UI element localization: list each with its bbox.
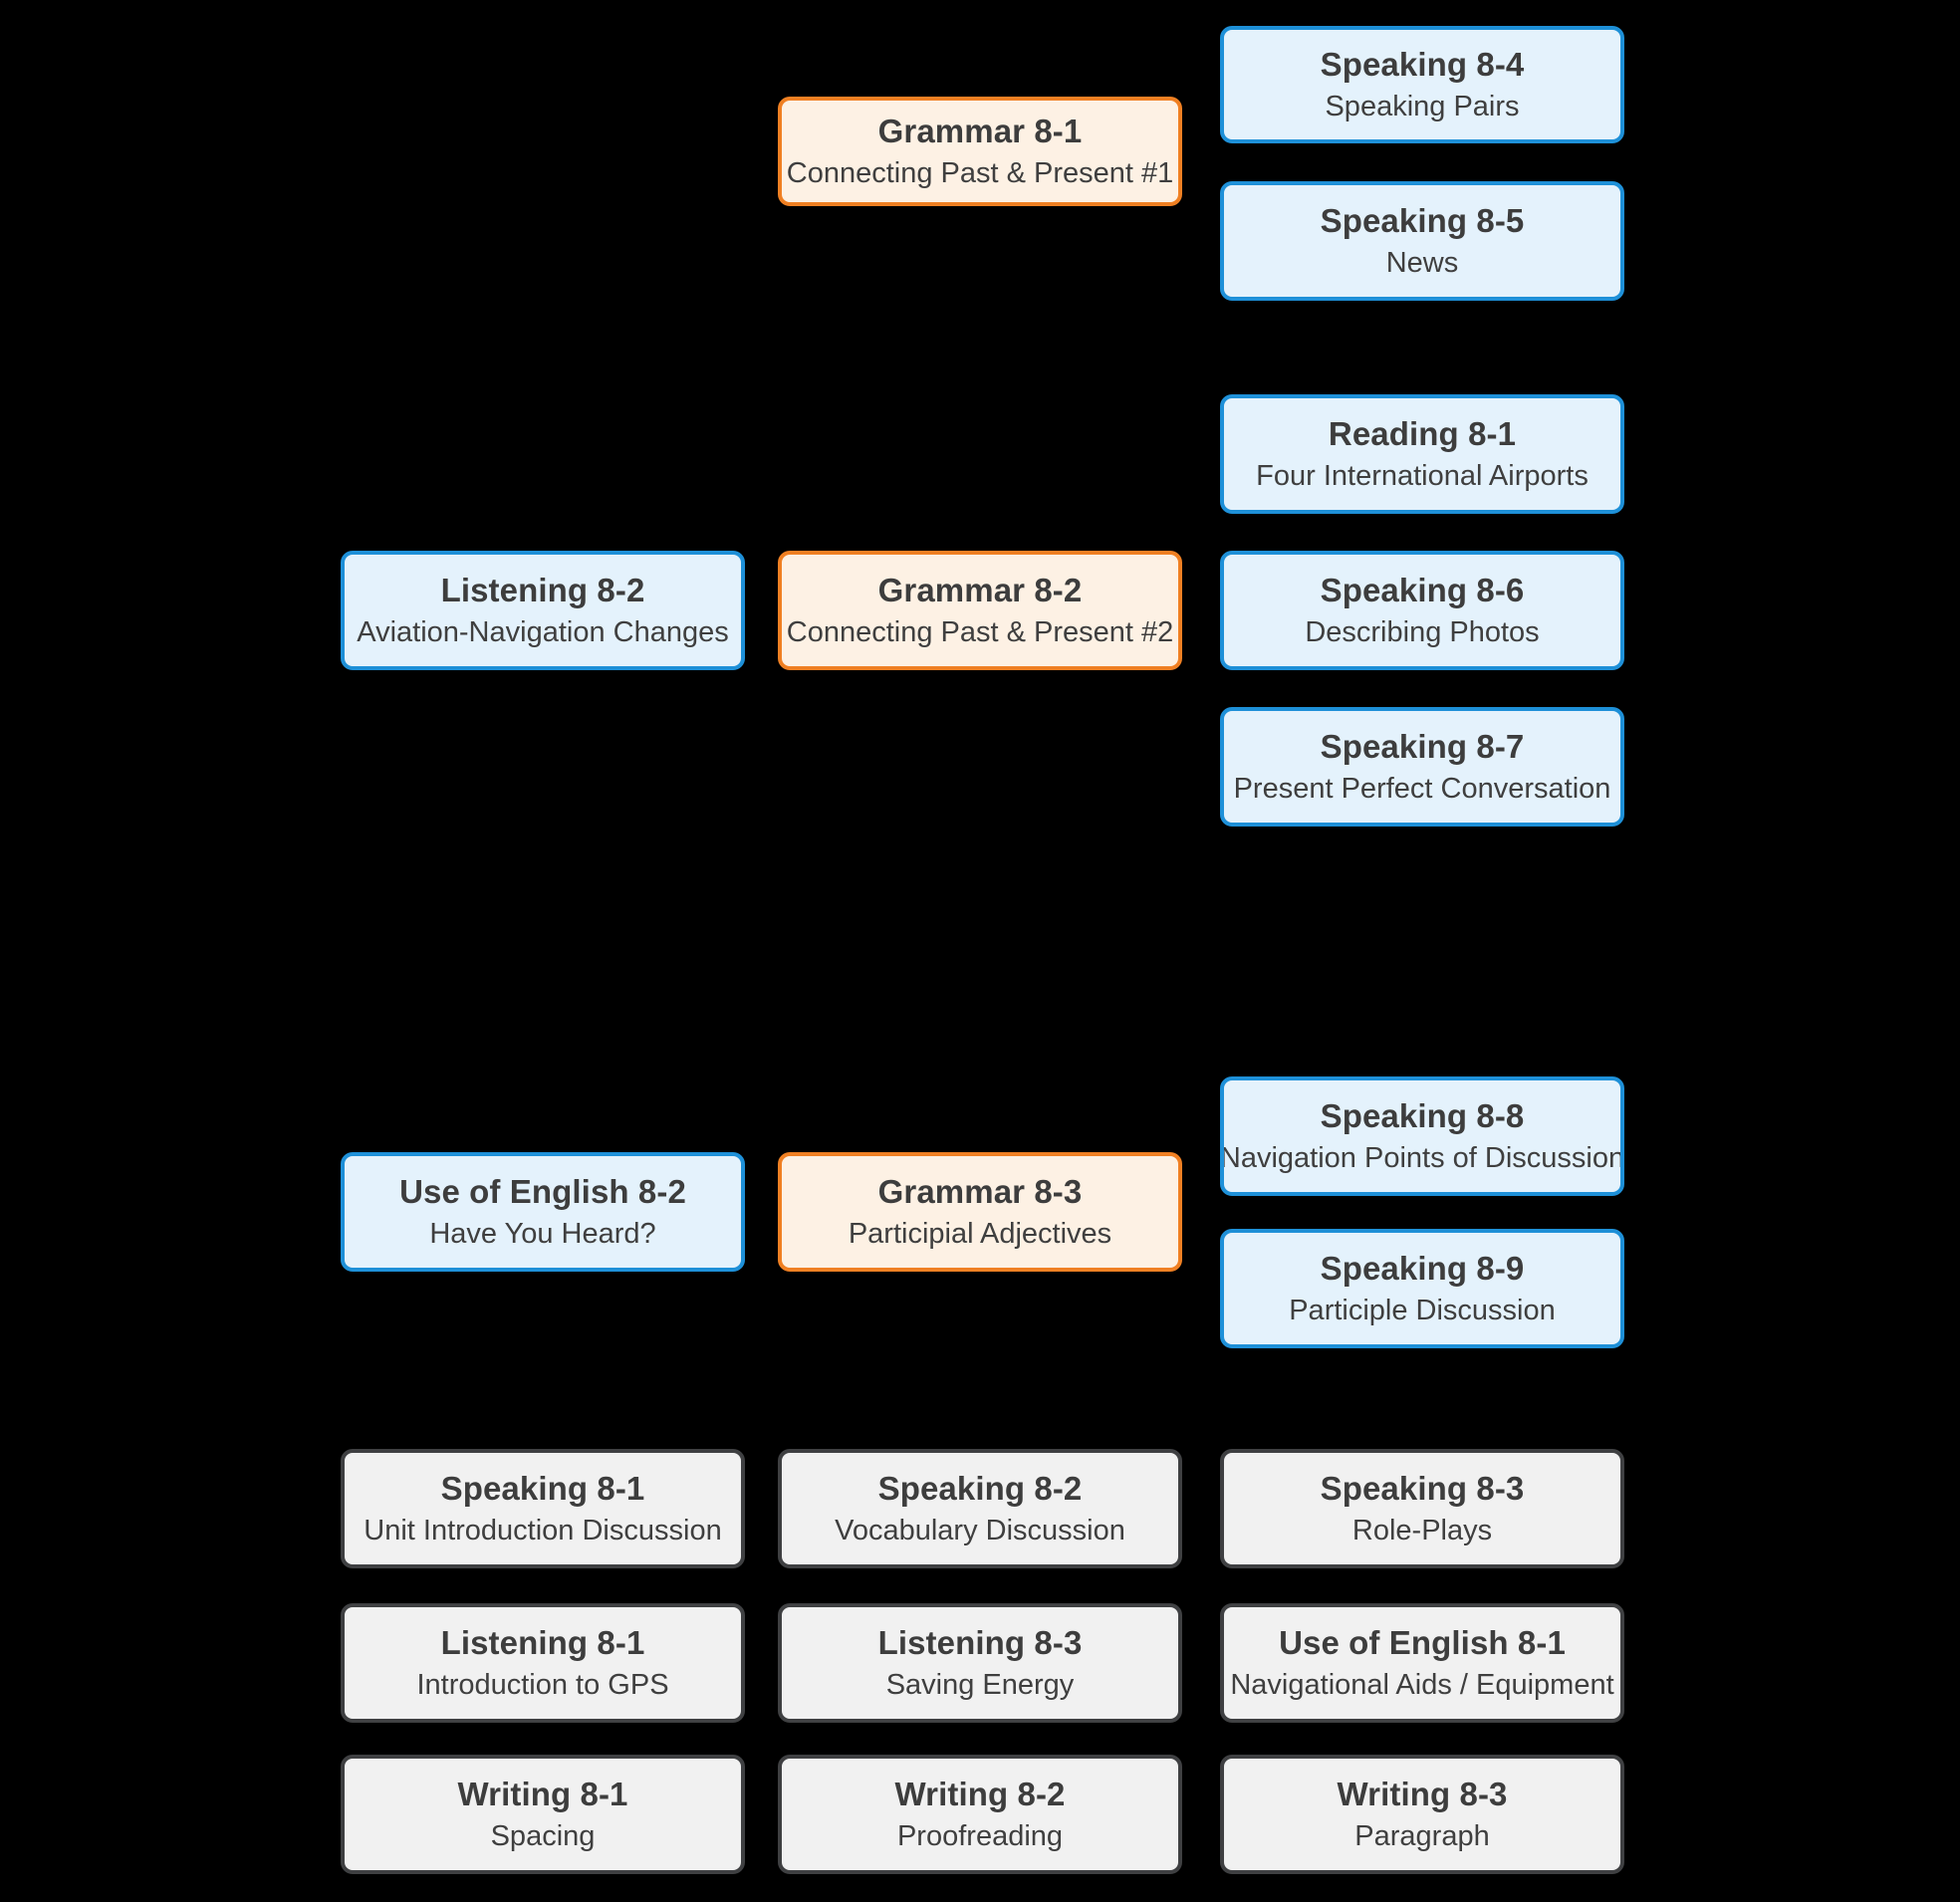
lesson-card-subtitle: Have You Heard? xyxy=(429,1217,656,1250)
lesson-card-title: Speaking 8-6 xyxy=(1320,572,1525,609)
lesson-card-title: Use of English 8-1 xyxy=(1279,1624,1566,1662)
lesson-card-subtitle: Proofreading xyxy=(896,1819,1064,1852)
lesson-card-subtitle: Connecting Past & Present #2 xyxy=(786,615,1174,648)
lesson-card-title: Listening 8-1 xyxy=(440,1624,645,1662)
lesson-card-subtitle: Paragraph xyxy=(1354,1819,1490,1852)
lesson-card-title: Listening 8-3 xyxy=(877,1624,1083,1662)
lesson-card-title: Speaking 8-4 xyxy=(1320,46,1525,84)
lesson-card-title: Speaking 8-1 xyxy=(440,1470,645,1508)
lesson-card-subtitle: Saving Energy xyxy=(885,1668,1075,1701)
lesson-card-subtitle: Present Perfect Conversation xyxy=(1233,772,1611,805)
lesson-card-subtitle: News xyxy=(1385,246,1459,279)
lesson-card-subtitle: Participial Adjectives xyxy=(848,1217,1112,1250)
lesson-card-title: Speaking 8-3 xyxy=(1320,1470,1525,1508)
lesson-card-title: Speaking 8-2 xyxy=(877,1470,1083,1508)
lesson-card-title: Speaking 8-8 xyxy=(1320,1097,1525,1135)
lesson-card-title: Grammar 8-2 xyxy=(877,572,1083,609)
lesson-card-subtitle: Unit Introduction Discussion xyxy=(364,1514,722,1546)
lesson-card-title: Grammar 8-3 xyxy=(877,1173,1083,1211)
lesson-card-title: Speaking 8-9 xyxy=(1320,1250,1525,1288)
lesson-card-subtitle: Speaking Pairs xyxy=(1325,90,1520,122)
lesson-card-title: Use of English 8-2 xyxy=(399,1173,686,1211)
lesson-card-subtitle: Four International Airports xyxy=(1256,459,1589,492)
lesson-card-title: Reading 8-1 xyxy=(1328,415,1517,453)
lesson-card-subtitle: Vocabulary Discussion xyxy=(835,1514,1125,1546)
lesson-card-title: Grammar 8-1 xyxy=(877,113,1083,150)
lesson-card-title: Writing 8-2 xyxy=(894,1776,1066,1813)
lesson-card-title: Writing 8-3 xyxy=(1337,1776,1508,1813)
lesson-card-subtitle: Navigational Aids / Equipment xyxy=(1230,1668,1614,1701)
lesson-card-subtitle: Introduction to GPS xyxy=(416,1668,669,1701)
lesson-card-subtitle: Role-Plays xyxy=(1351,1514,1493,1546)
lesson-card-title: Writing 8-1 xyxy=(457,1776,628,1813)
lesson-card-title: Listening 8-2 xyxy=(440,572,645,609)
lesson-card-subtitle: Spacing xyxy=(490,1819,596,1852)
lesson-card-subtitle: Navigation Points of Discussion xyxy=(1220,1141,1624,1174)
lesson-card-subtitle: Describing Photos xyxy=(1305,615,1540,648)
lesson-card-title: Speaking 8-7 xyxy=(1320,728,1525,766)
lesson-card-subtitle: Participle Discussion xyxy=(1289,1294,1556,1326)
lesson-card-subtitle: Connecting Past & Present #1 xyxy=(786,156,1174,189)
lesson-card-subtitle: Aviation-Navigation Changes xyxy=(357,615,729,648)
lesson-card-title: Speaking 8-5 xyxy=(1320,202,1525,240)
